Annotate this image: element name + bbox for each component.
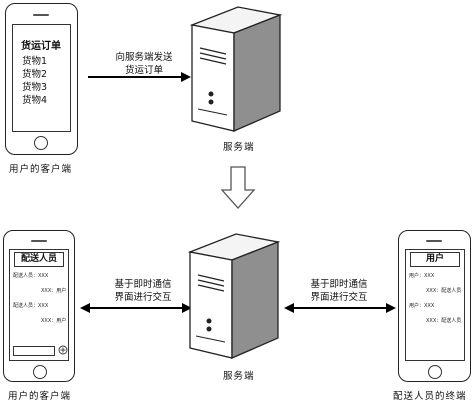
chat-title-user: 用户 (410, 252, 460, 267)
phone-speaker (33, 14, 49, 16)
order-item-3: 货物3 (22, 82, 48, 93)
server-icon (190, 6, 283, 132)
im-interaction-label-left: 基于即时通信 界面进行交互 (100, 278, 186, 304)
user-client-caption-bottom: 用户的客户端 (8, 391, 72, 402)
im-interaction-label-left-line1: 基于即时通信 (114, 279, 172, 290)
home-button (428, 365, 442, 379)
im-interaction-label-right-line1: 基于即时通信 (310, 279, 368, 290)
order-item-2: 货物2 (22, 69, 48, 80)
phone-speaker (426, 240, 442, 242)
phone-screen: 用户 用户：XXX XXX：配送人员 用户：XXX XXX：配送人员 (405, 249, 465, 361)
down-arrow-icon (221, 166, 256, 209)
chat-message: 用户：XXX (409, 303, 435, 309)
order-item-1: 货物1 (22, 56, 48, 67)
chat-message: 用户：XXX (409, 273, 435, 279)
chat-message: XXX：配送人员 (426, 318, 462, 324)
user-client-phone-top: 货运订单 货物1 货物2 货物3 货物4 (5, 3, 78, 155)
phone-screen: 货运订单 货物1 货物2 货物3 货物4 (12, 24, 71, 132)
server-caption-top: 服务端 (223, 142, 255, 153)
im-interaction-label-right-line2: 界面进行交互 (310, 292, 368, 303)
server-icon (188, 233, 281, 359)
user-client-caption-top: 用户的客户端 (9, 164, 73, 175)
courier-terminal-caption: 配送人员的终端 (393, 391, 467, 402)
chat-input-box[interactable] (13, 346, 55, 356)
chat-message: XXX：用户 (41, 318, 67, 324)
chat-message: 配送人员：XXX (13, 273, 49, 279)
send-order-arrow (88, 72, 191, 82)
home-button (33, 365, 47, 379)
im-interaction-arrow-left (80, 303, 192, 313)
chat-title-courier: 配送人员 (14, 252, 64, 267)
courier-terminal-phone: 用户 用户：XXX XXX：配送人员 用户：XXX XXX：配送人员 (398, 230, 471, 382)
chat-message: XXX：配送人员 (426, 288, 462, 294)
server-caption-bottom: 服务端 (223, 371, 255, 382)
home-button (34, 136, 48, 150)
order-title: 货运订单 (21, 41, 61, 52)
send-order-label: 向服务端发送 货运订单 (106, 51, 182, 77)
order-item-4: 货物4 (22, 95, 48, 106)
im-interaction-arrow-right (284, 303, 396, 313)
add-icon[interactable] (58, 345, 68, 355)
chat-message: 配送人员：XXX (13, 303, 49, 309)
user-client-phone-bottom: 配送人员 配送人员：XXX XXX：用户 配送人员：XXX XXX：用户 (3, 230, 75, 382)
phone-speaker (31, 240, 47, 242)
send-order-label-line2: 货运订单 (124, 65, 163, 76)
phone-screen: 配送人员 配送人员：XXX XXX：用户 配送人员：XXX XXX：用户 (9, 249, 69, 361)
send-order-label-line1: 向服务端发送 (115, 52, 173, 63)
im-interaction-label-right: 基于即时通信 界面进行交互 (296, 278, 382, 304)
im-interaction-label-left-line2: 界面进行交互 (114, 292, 172, 303)
chat-message: XXX：用户 (41, 288, 67, 294)
